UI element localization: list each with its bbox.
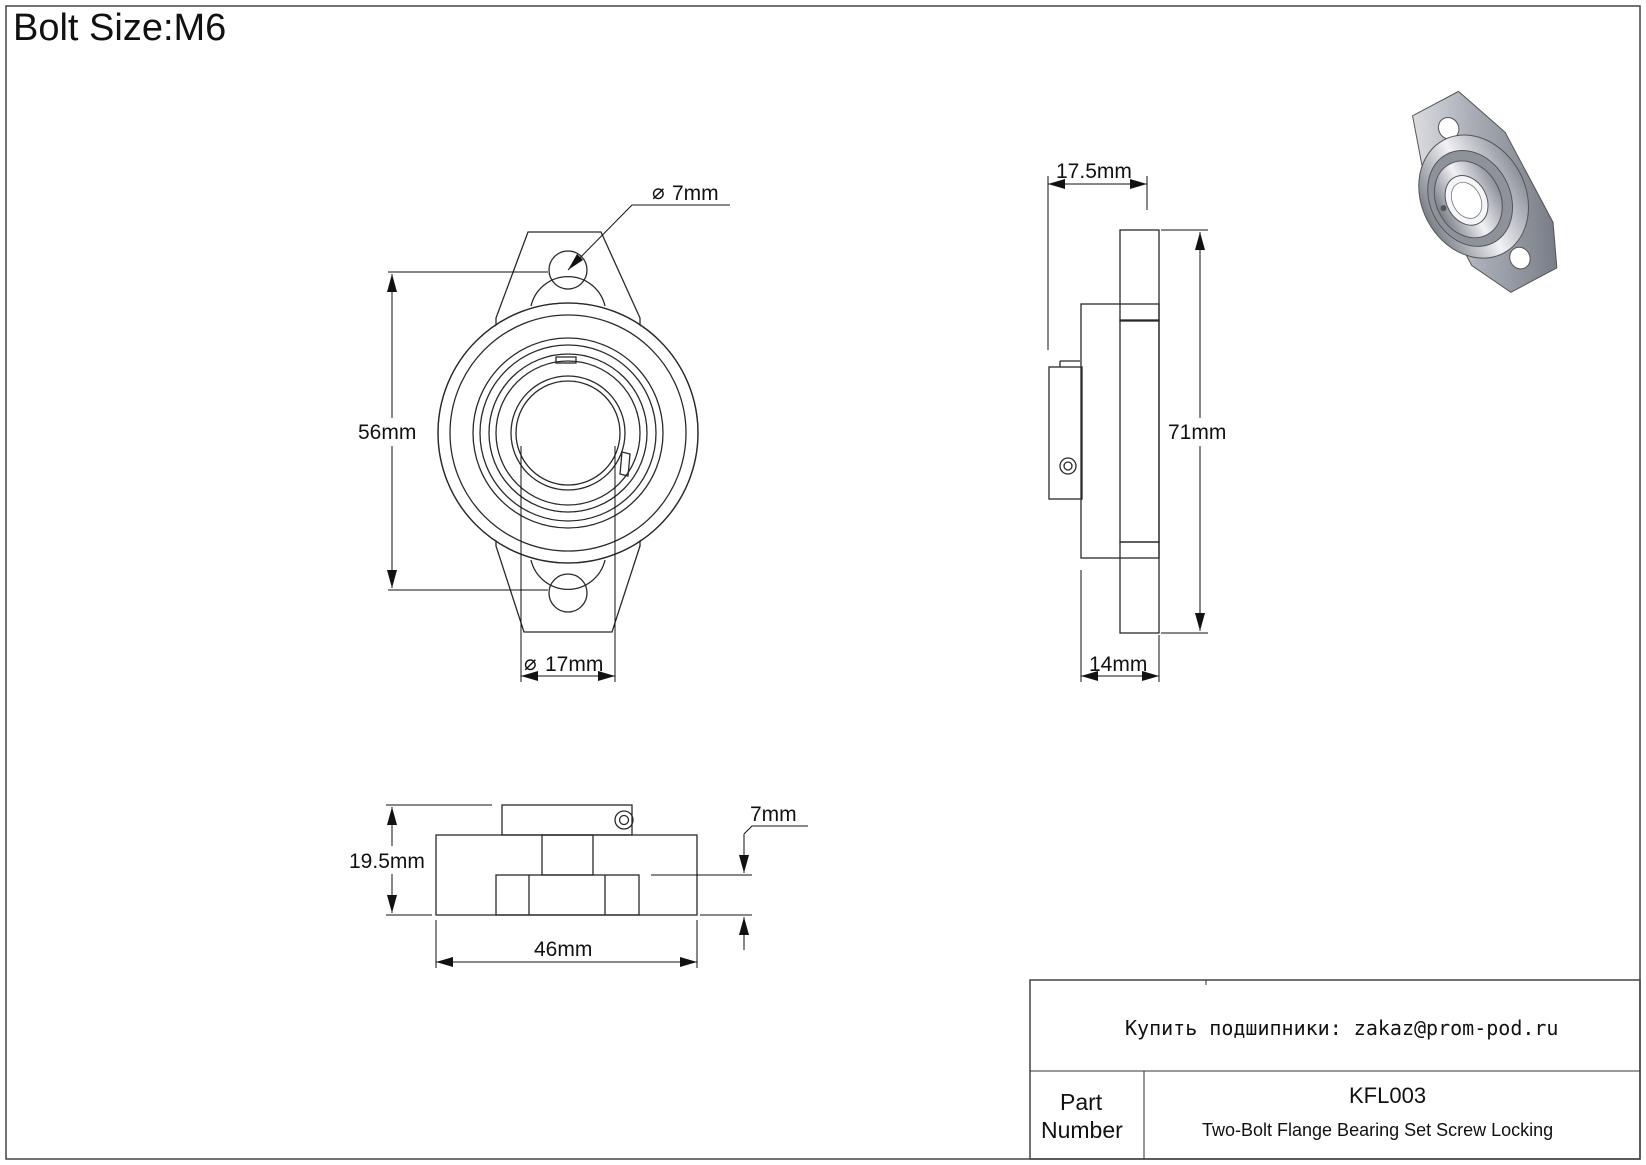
title-block-frame [1029, 979, 1641, 1160]
side-dimensions: 17.5mm 71mm 14mm [1047, 160, 1235, 682]
dim-hole-diameter-symbol: ⌀ [652, 181, 665, 204]
part-description: Two-Bolt Flange Bearing Set Screw Lockin… [1202, 1120, 1553, 1140]
dim-height: 71mm [1168, 421, 1226, 444]
dim-total-width: 17.5mm [1056, 160, 1132, 183]
side-view [1048, 229, 1160, 634]
side-inner-ring [1048, 366, 1083, 500]
top-flange [495, 874, 640, 916]
front-bore [510, 375, 626, 491]
front-dimensions: ⌀ 7mm 56mm ⌀ 17mm [356, 181, 730, 682]
dim-bore-diameter-symbol: ⌀ [524, 652, 537, 675]
isometric-preview [1412, 90, 1558, 293]
top-set-screw [614, 810, 634, 830]
title-block: Купить подшипники: zakaz@prom-pod.ru Par… [1029, 979, 1641, 1160]
part-label-line2: Number [1041, 1117, 1123, 1143]
side-set-screw [1059, 457, 1077, 475]
dim-top-width: 46mm [534, 938, 592, 961]
part-label-line1: Part [1060, 1089, 1103, 1115]
front-inner-ring [488, 353, 648, 513]
dim-top-height: 19.5mm [349, 850, 425, 873]
side-flange-bottom [1119, 541, 1160, 634]
dim-bolt-spacing: 56mm [358, 421, 416, 444]
part-number: KFL003 [1349, 1083, 1426, 1108]
front-bolt-hole-top [548, 250, 588, 290]
top-dimensions: 19.5mm 7mm 46mm [348, 803, 808, 968]
contact-text: Купить подшипники: zakaz@prom-pod.ru [1125, 1016, 1558, 1040]
front-view [437, 231, 699, 633]
front-bolt-hole-bottom [548, 573, 588, 613]
side-flange-top [1119, 229, 1160, 322]
dim-hole-diameter: 7mm [672, 182, 719, 205]
sheet-border [5, 5, 1641, 1160]
top-inner-ring [501, 804, 633, 836]
dim-housing-width: 14mm [1089, 653, 1147, 676]
bolt-size-title: Bolt Size:M6 [13, 7, 226, 49]
top-view [435, 804, 698, 916]
dim-bore-diameter: 17mm [545, 653, 603, 676]
dim-flange-thickness: 7mm [750, 803, 797, 826]
front-outer-ring [472, 337, 664, 529]
